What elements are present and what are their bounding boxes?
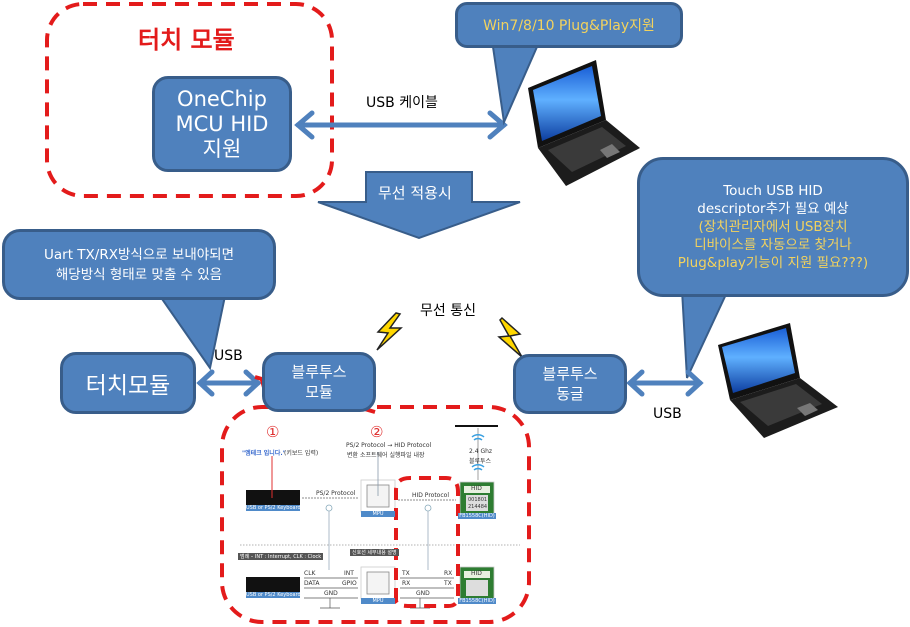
pin-gnd-right: GND [416,590,430,597]
hid-callout[interactable]: Touch USB HID descriptor추가 필요 예상 (장치관리자에… [637,157,909,297]
usb-cable-label: USB 케이블 [366,95,438,111]
pin-data: DATA [304,580,320,587]
bluetooth-dongle-line-1: 블루투스 [542,365,598,383]
module2-chip-top: HID [471,570,482,577]
pin-rx-right: RX [444,570,453,577]
laptop-icon [718,323,838,438]
usb-right-label: USB [653,406,682,422]
wireless-transition-arrow [317,171,521,240]
pin-clk: CLK [304,570,316,577]
pin-tx: TX [402,570,410,577]
laptop-icon [528,60,640,186]
module-label: FB1558C(HID) [458,513,496,519]
module-label-2: FB1558C(HID) [458,598,496,604]
marker-2: ② [370,423,384,441]
bluetooth-module-line-1: 블루투스 [291,363,347,381]
pin-int: INT [344,570,354,577]
onechip-mcu-line-1: OneChip [177,86,267,111]
ps2-protocol-label: PS/2 Protocol [316,490,356,497]
wireless-transition-label: 무선 적용시 [378,184,452,202]
onechip-mcu-line-2: MCU HID [175,111,269,136]
hid-path-outline [394,476,460,608]
touch-module-group-title: 터치 모듈 [138,26,235,54]
hid-callout-line-5: Plug&play기능이 지원 필요???) [677,255,869,271]
hid-protocol-label: HID Protocol [412,492,449,499]
pin-gpio: GPIO [342,580,357,587]
bt-label: 블루투스 [469,458,492,465]
uart-callout-line-1: Uart TX/RX방식으로 보내야되면 [43,246,235,263]
ps2-to-hid-line-2: 변환 소프트웨어 실행파일 내장 [347,452,425,459]
module-chip-l1: 001801 [468,497,488,503]
wireless-comm-label: 무선 통신 [420,303,476,319]
mpu-label-2: MPU [361,598,395,604]
marker-1: ① [266,423,280,441]
keyboard-label-2: USB or PS/2 Keyboard [246,592,301,598]
pin-gnd-left: GND [324,590,338,597]
pc-callout[interactable]: Win7/8/10 Plug&Play지원 [455,2,683,48]
keyboard-label: USB or PS/2 Keyboard [246,505,301,511]
module-chip-l2: 214484 [468,504,488,510]
usb-left-arrow [196,369,262,397]
touch-module-label: 터치모듈 [85,373,171,399]
hid-callout-line-4: 디바이스를 자동으로 찾거나 [694,237,852,253]
legend-label: 범례 – INT : Interrupt, CLK : Clock [238,553,324,560]
hid-callout-line-1: Touch USB HID [723,183,823,199]
usb-right-arrow [626,369,704,397]
detail-label: 신호선 세부내용 설명 [350,549,399,556]
lightning-icon [497,316,523,358]
ps2-to-hid-line-1: PS/2 Protocol → HID Protocol [346,442,432,449]
onechip-mcu-box[interactable]: OneChip MCU HID 지원 [152,76,292,172]
hid-callout-line-2: descriptor추가 필요 예상 [697,201,849,217]
bluetooth-module-box[interactable]: 블루투스 모듈 [262,352,376,412]
uart-callout[interactable]: Uart TX/RX방식으로 보내야되면 해당방식 형태로 맞출 수 있음 [2,229,276,300]
bluetooth-dongle-line-2: 동글 [556,385,584,403]
module-chip-top: HID [471,485,482,492]
onechip-mcu-line-3: 지원 [202,136,242,161]
hid-callout-tail [680,289,730,379]
lightning-icon [376,312,403,351]
usb-cable-arrow [294,110,508,140]
touch-module-box[interactable]: 터치모듈 [60,352,196,414]
bluetooth-module-line-2: 모듈 [305,383,333,401]
uart-callout-line-2: 해당방식 형태로 맞출 수 있음 [55,266,223,283]
keyboard-note: (키보드 입력) [284,450,319,457]
bluetooth-dongle-box[interactable]: 블루투스 동글 [513,354,627,414]
touch-module-group-outline [45,2,334,198]
pin-rx: RX [402,580,411,587]
schematic-group-outline [220,405,531,624]
keyboard-quote: "엠테크 입니다." [242,450,286,457]
hid-callout-line-3: (장치관리자에서 USB장치 [698,219,848,235]
bt-freq-label: 2.4 Ghz [469,448,493,455]
pin-tx-right: TX [444,580,452,587]
pc-callout-text: Win7/8/10 Plug&Play지원 [483,18,655,34]
mpu-label: MPU [361,511,395,517]
usb-left-label: USB [214,348,243,364]
